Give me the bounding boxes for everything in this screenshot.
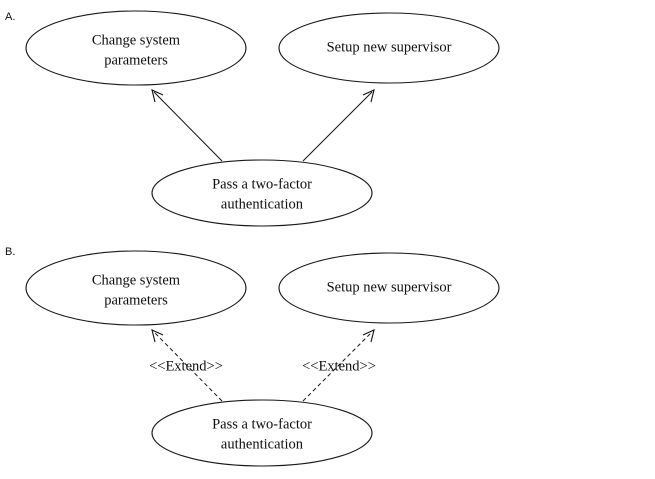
use-case-label-line2: parameters [104, 52, 168, 68]
use-case-b-change-system[interactable]: Change system parameters [25, 250, 247, 326]
use-case-label-line1: Setup new supervisor [327, 279, 452, 295]
use-case-label-line1: Pass a two-factor [212, 416, 312, 432]
use-case-b-two-factor[interactable]: Pass a two-factor authentication [151, 399, 373, 467]
use-case-ellipse[interactable] [25, 250, 247, 326]
section-label-a: A. [5, 11, 15, 23]
section-a: A. Change system parameters Setup new su… [5, 10, 500, 227]
edge-line [153, 91, 223, 162]
edge-line [302, 331, 373, 402]
edge-b-two-factor-to-change-system: <<Extend>> [149, 329, 223, 402]
use-case-label-line2: authentication [221, 196, 304, 212]
use-case-ellipse[interactable] [278, 252, 500, 324]
use-case-a-change-system[interactable]: Change system parameters [25, 10, 247, 86]
use-case-ellipse[interactable] [151, 159, 373, 227]
use-case-label-line1: Pass a two-factor [212, 176, 312, 192]
use-case-label-line2: parameters [104, 292, 168, 308]
edge-a-two-factor-to-setup-supervisor [302, 89, 375, 162]
use-case-label-line1: Setup new supervisor [327, 39, 452, 55]
arrow-head-icon [151, 89, 164, 103]
edge-b-two-factor-to-setup-supervisor: <<Extend>> [302, 329, 376, 402]
use-case-label-line1: Change system [92, 272, 181, 288]
section-label-b: B. [5, 246, 15, 258]
edge-stereotype-label: <<Extend>> [149, 358, 223, 374]
edge-line [302, 91, 373, 162]
arrow-head-icon [362, 89, 375, 103]
section-b: B. Change system parameters Setup new su… [5, 246, 500, 467]
use-case-ellipse[interactable] [151, 399, 373, 467]
use-case-a-setup-supervisor[interactable]: Setup new supervisor [278, 12, 500, 84]
edge-a-two-factor-to-change-system [151, 89, 223, 162]
use-case-a-two-factor[interactable]: Pass a two-factor authentication [151, 159, 373, 227]
arrow-head-icon [362, 329, 375, 343]
use-case-ellipse[interactable] [25, 10, 247, 86]
use-case-label-line1: Change system [92, 32, 181, 48]
use-case-b-setup-supervisor[interactable]: Setup new supervisor [278, 252, 500, 324]
use-case-label-line2: authentication [221, 436, 304, 452]
edge-stereotype-label: <<Extend>> [302, 358, 376, 374]
use-case-ellipse[interactable] [278, 12, 500, 84]
arrow-head-icon [151, 329, 164, 343]
edge-line [153, 331, 223, 402]
